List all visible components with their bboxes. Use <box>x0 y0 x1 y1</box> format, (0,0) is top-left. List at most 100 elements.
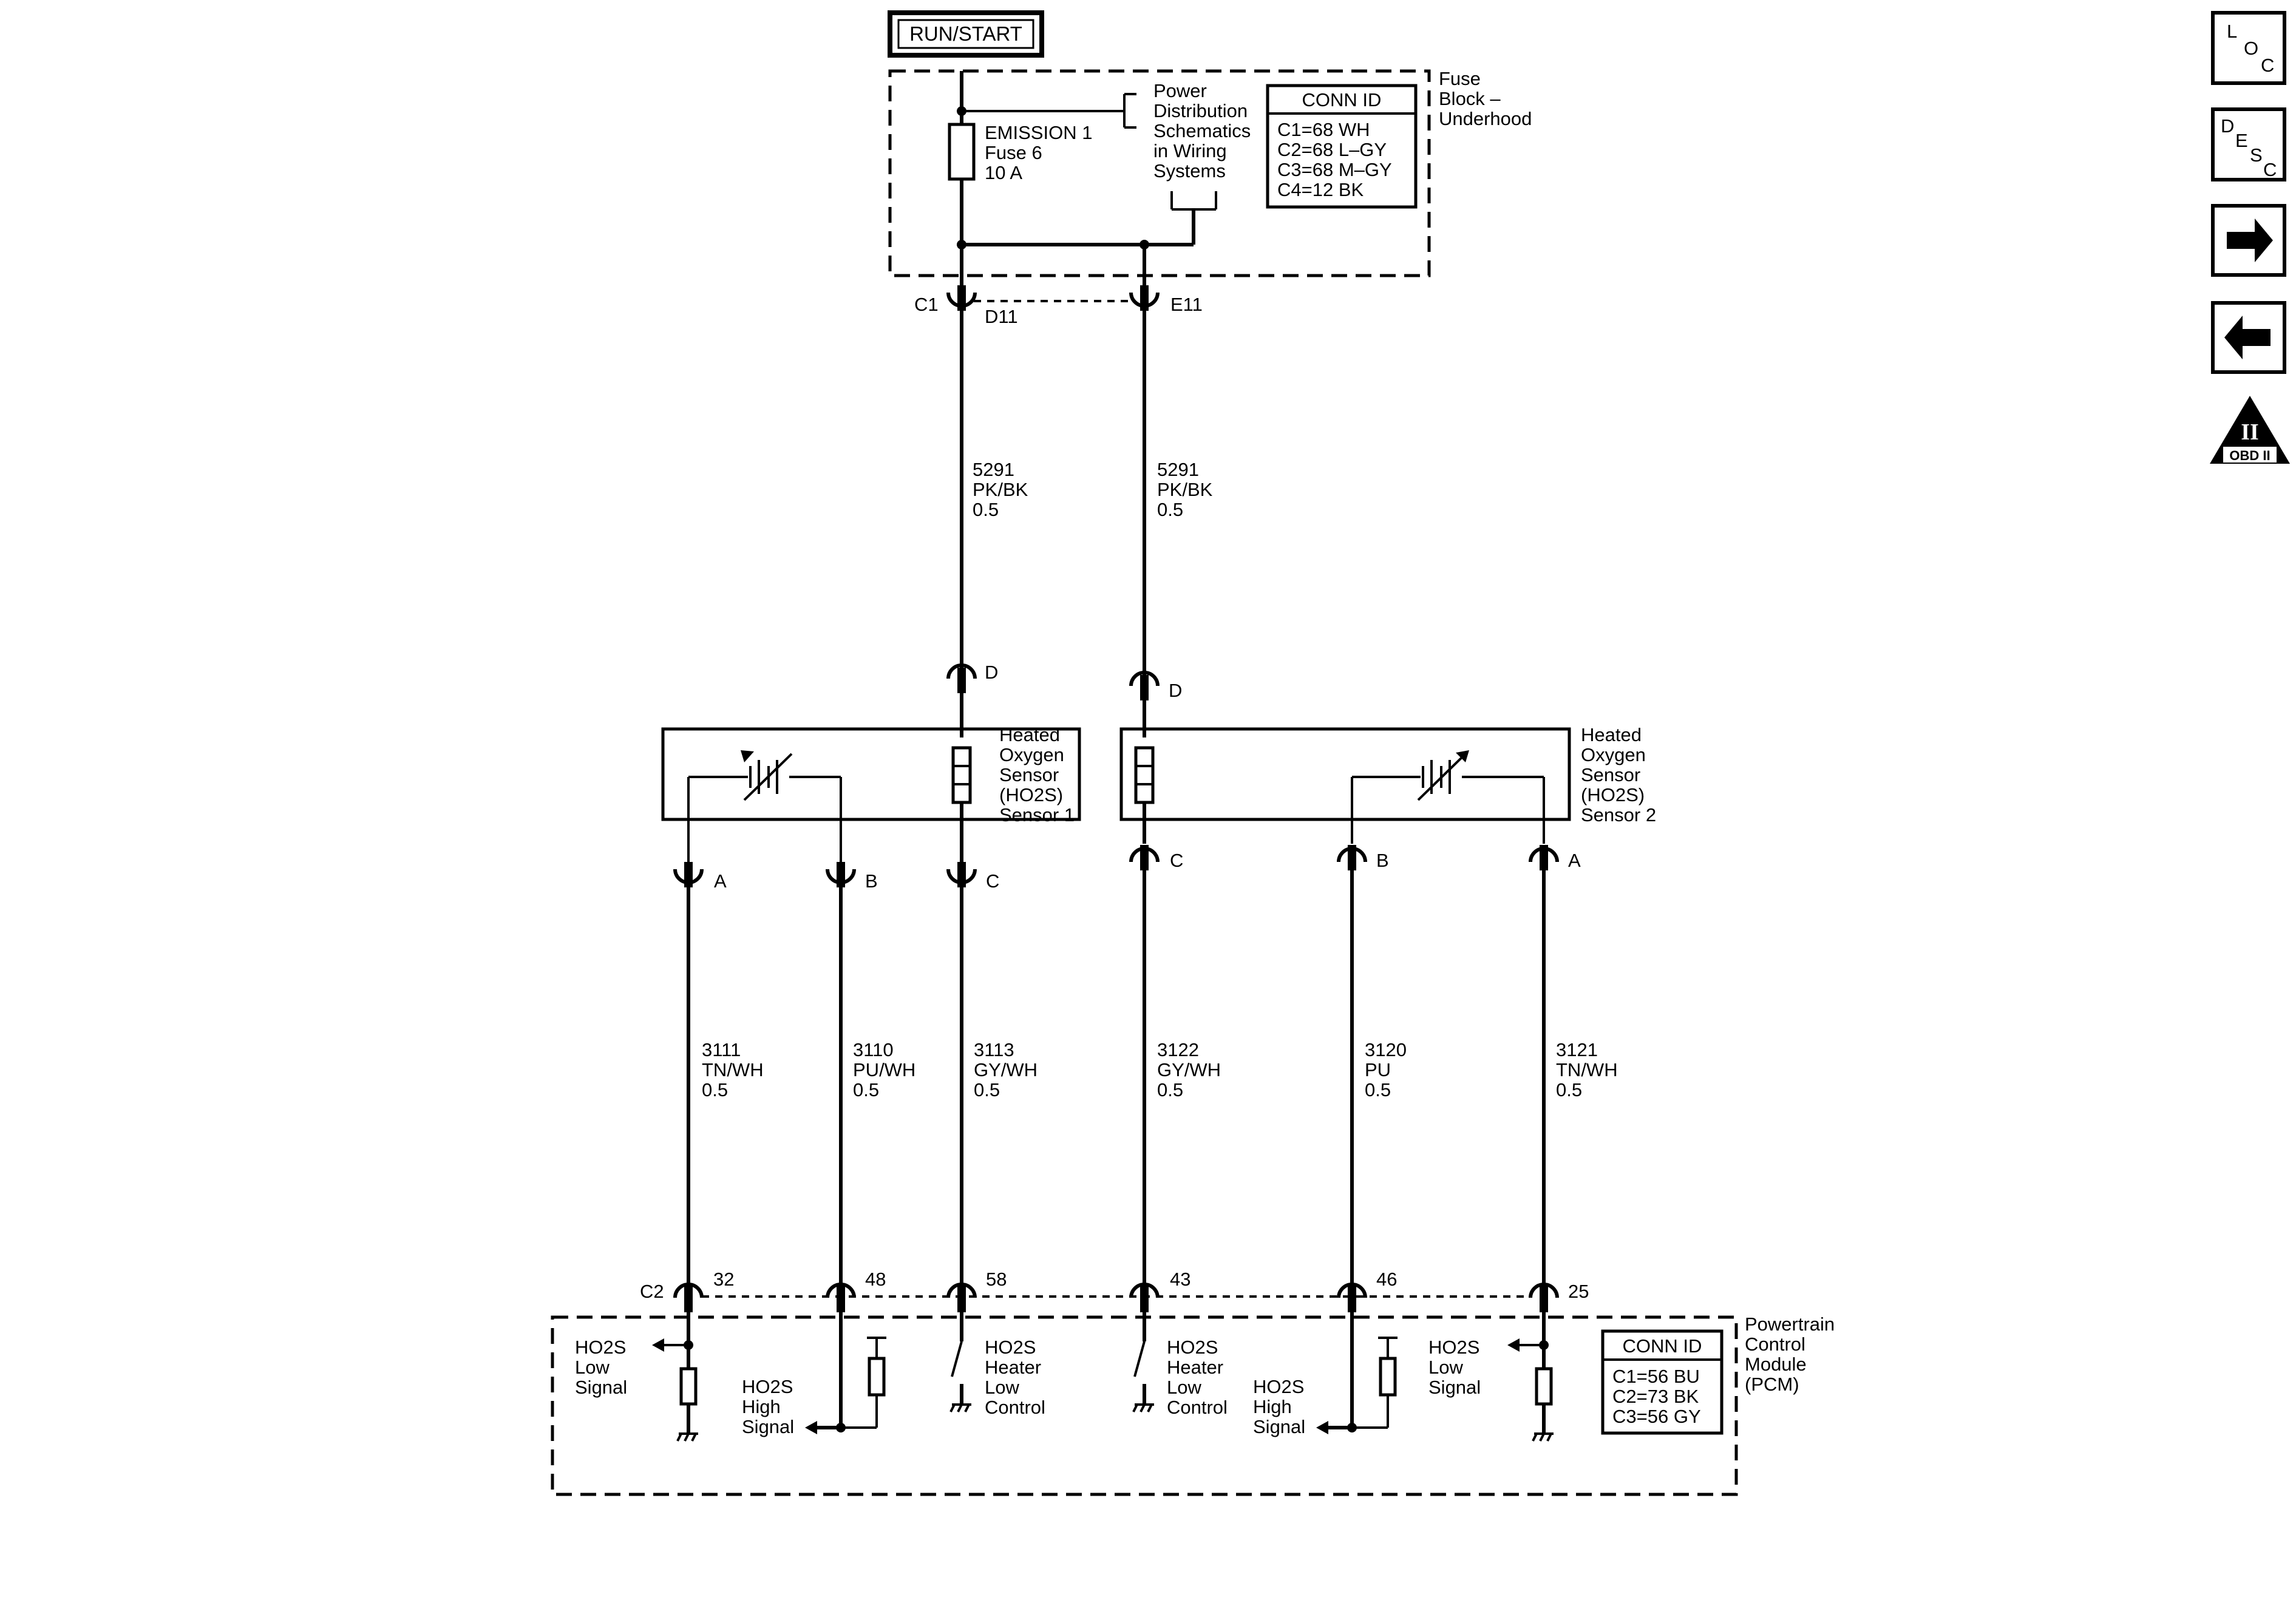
svg-text:C3=68 M–GY: C3=68 M–GY <box>1277 159 1392 180</box>
svg-text:Sensor: Sensor <box>999 764 1059 785</box>
svg-text:TN/WH: TN/WH <box>702 1059 764 1080</box>
sensor1-cell-symbol <box>687 750 842 862</box>
svg-text:Oxygen: Oxygen <box>999 744 1064 765</box>
next-arrow-button[interactable] <box>2211 204 2286 277</box>
svg-text:(PCM): (PCM) <box>1745 1374 1799 1395</box>
sensor1-pin-c-label: C <box>986 870 999 892</box>
pcm-s2-low-signal-circuit <box>1507 1312 1554 1442</box>
loc-button[interactable]: L O C <box>2211 11 2286 85</box>
sensor2-cell-symbol <box>1351 750 1545 844</box>
sensor1-pin-a-label: A <box>714 870 727 892</box>
pcm-title: Powertrain Control Module (PCM) <box>1745 1314 1835 1395</box>
fuse-block-title: Fuse Block – Underhood <box>1439 68 1532 129</box>
pcm-pin-25: 25 <box>1568 1281 1589 1302</box>
svg-text:Power: Power <box>1153 80 1207 101</box>
svg-text:C2=73 BK: C2=73 BK <box>1612 1386 1699 1407</box>
svg-text:Heater: Heater <box>985 1357 1041 1378</box>
svg-text:3120: 3120 <box>1365 1039 1407 1060</box>
fuse-number: Fuse 6 <box>985 142 1042 163</box>
svg-text:5291: 5291 <box>1157 459 1199 480</box>
fuse-name: EMISSION 1 <box>985 122 1092 143</box>
svg-text:TN/WH: TN/WH <box>1556 1059 1618 1080</box>
pcm-pin-46: 46 <box>1376 1269 1397 1290</box>
pcm-s1-low-signal-label: HO2S Low Signal <box>575 1337 627 1398</box>
pcm-s2-high-signal-circuit <box>1316 1312 1398 1434</box>
svg-text:C1=56 BU: C1=56 BU <box>1612 1366 1700 1387</box>
svg-text:Control: Control <box>985 1397 1045 1418</box>
sensor1-box <box>661 727 1081 821</box>
svg-text:Signal: Signal <box>742 1416 794 1437</box>
svg-text:HO2S: HO2S <box>742 1376 793 1397</box>
svg-text:GY/WH: GY/WH <box>1157 1059 1221 1080</box>
svg-text:L: L <box>2227 21 2237 42</box>
svg-text:Underhood: Underhood <box>1439 108 1532 129</box>
sensor1-heater-element <box>951 746 972 804</box>
svg-text:HO2S: HO2S <box>1253 1376 1304 1397</box>
svg-text:Signal: Signal <box>1253 1416 1305 1437</box>
svg-text:HO2S: HO2S <box>1428 1337 1479 1358</box>
svg-text:Schematics: Schematics <box>1153 120 1251 141</box>
arrow-left-icon <box>2224 316 2271 359</box>
sensor1-pin-d-connector <box>946 663 977 679</box>
svg-text:HO2S: HO2S <box>575 1337 626 1358</box>
svg-text:PK/BK: PK/BK <box>1157 479 1213 500</box>
fuse-rating: 10 A <box>985 162 1022 183</box>
svg-text:High: High <box>742 1396 781 1417</box>
pcm-s1-low-signal-circuit <box>652 1312 698 1442</box>
svg-text:Sensor: Sensor <box>1581 764 1640 785</box>
pcm-c2-label: C2 <box>640 1281 664 1302</box>
obd-ii-button[interactable]: II OBD II <box>2210 396 2290 464</box>
svg-text:in Wiring: in Wiring <box>1153 140 1227 161</box>
signal-wires <box>687 870 1546 1286</box>
svg-text:D: D <box>2221 115 2234 137</box>
svg-text:HO2S: HO2S <box>985 1337 1036 1358</box>
svg-text:C: C <box>2263 159 2277 180</box>
prev-arrow-button[interactable] <box>2211 301 2286 374</box>
svg-text:E: E <box>2235 130 2248 151</box>
svg-text:Low: Low <box>1428 1357 1463 1378</box>
pcm-s1-heater-label: HO2S Heater Low Control <box>985 1337 1045 1418</box>
svg-text:C1=68 WH: C1=68 WH <box>1277 119 1370 140</box>
svg-text:S: S <box>2250 144 2263 166</box>
svg-text:Oxygen: Oxygen <box>1581 744 1646 765</box>
svg-text:Control: Control <box>1167 1397 1228 1418</box>
svg-text:C2=68 L–GY: C2=68 L–GY <box>1277 139 1387 160</box>
svg-text:Distribution: Distribution <box>1153 100 1248 121</box>
svg-text:0.5: 0.5 <box>702 1079 728 1100</box>
sensor2-pin-d-label: D <box>1169 680 1182 701</box>
arrow-right-icon <box>2227 219 2273 262</box>
svg-text:Signal: Signal <box>1428 1377 1481 1398</box>
desc-button[interactable]: D E S C <box>2211 107 2286 181</box>
sensor2-heater-element <box>1134 746 1155 804</box>
pcm-s1-high-signal-circuit <box>805 1312 886 1434</box>
svg-text:5291: 5291 <box>973 459 1014 480</box>
feed-wire-right-label: 5291 PK/BK 0.5 <box>1157 459 1213 520</box>
svg-text:Fuse: Fuse <box>1439 68 1481 89</box>
svg-text:0.5: 0.5 <box>853 1079 879 1100</box>
sensor2-pin-c-label: C <box>1170 850 1183 871</box>
sensor2-box <box>1119 727 1571 821</box>
svg-text:Heater: Heater <box>1167 1357 1223 1378</box>
svg-text:3111: 3111 <box>702 1039 741 1060</box>
svg-text:II: II <box>2241 419 2259 445</box>
svg-text:Heated: Heated <box>999 724 1060 745</box>
pcm-s2-low-signal-label: HO2S Low Signal <box>1428 1337 1481 1398</box>
pin-e11-label: E11 <box>1170 294 1203 315</box>
svg-text:Low: Low <box>1167 1377 1201 1398</box>
svg-text:CONN ID: CONN ID <box>1623 1335 1702 1357</box>
svg-text:0.5: 0.5 <box>1157 499 1183 520</box>
svg-text:3110: 3110 <box>853 1039 894 1060</box>
svg-text:CONN ID: CONN ID <box>1302 89 1382 110</box>
svg-text:Low: Low <box>985 1377 1019 1398</box>
svg-text:OBD II: OBD II <box>2229 448 2270 463</box>
svg-text:Powertrain: Powertrain <box>1745 1314 1835 1335</box>
pcm-pin-32: 32 <box>713 1269 734 1290</box>
sensor2-pin-d-connector <box>1129 671 1160 686</box>
svg-text:Sensor 1: Sensor 1 <box>999 804 1075 825</box>
fuse-block-conn-id-table: CONN ID C1=68 WH C2=68 L–GY C3=68 M–GY C… <box>1266 84 1418 209</box>
run-start-text: RUN/START <box>909 22 1022 45</box>
svg-text:Control: Control <box>1745 1334 1805 1355</box>
pcm-s2-heater-label: HO2S Heater Low Control <box>1167 1337 1228 1418</box>
wire-3111-label: 3111 TN/WH 0.5 <box>702 1039 764 1100</box>
svg-text:Block –: Block – <box>1439 88 1501 109</box>
